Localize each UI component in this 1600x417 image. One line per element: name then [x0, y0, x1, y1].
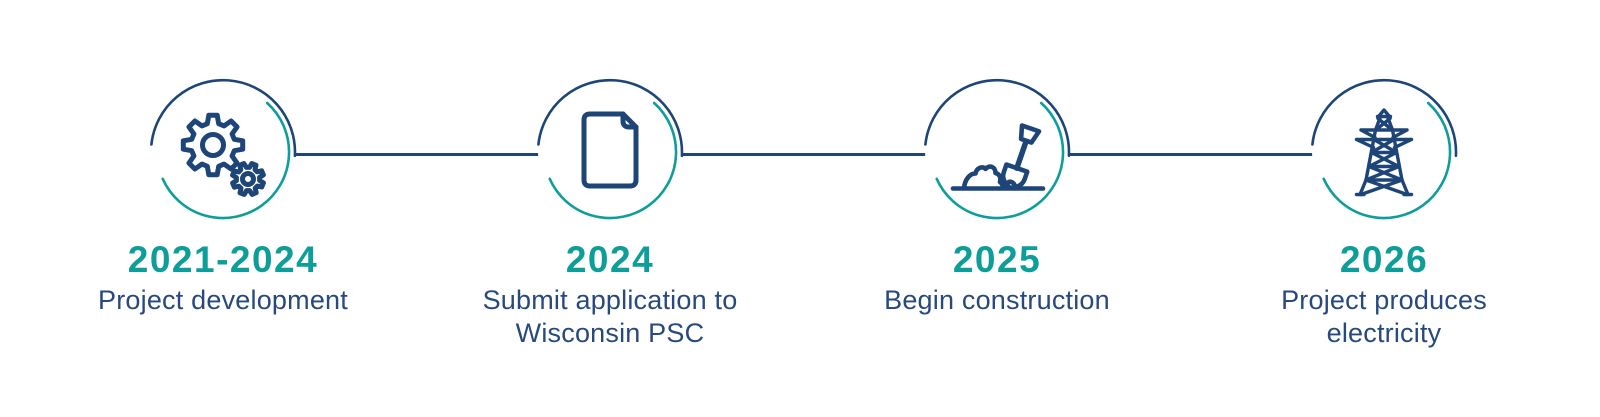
- shovel: [1000, 123, 1042, 191]
- milestone-year: 2026: [1339, 239, 1429, 280]
- badge-teal-arc: [161, 101, 291, 220]
- dirt-mound: [961, 164, 1006, 191]
- milestone-badge: [924, 78, 1071, 224]
- milestone-project-development: 2021-2024 Project development: [43, 72, 403, 317]
- milestone-year: 2021-2024: [127, 239, 319, 280]
- badge-mask: [538, 80, 682, 224]
- milestone-year: 2024: [565, 239, 655, 280]
- milestone-submit-application: 2024 Submit application to Wisconsin PSC: [430, 72, 790, 350]
- milestone-badge: [150, 78, 297, 224]
- milestone-description: Submit application to Wisconsin PSC: [482, 285, 738, 348]
- gears-icon: [180, 112, 268, 199]
- milestone-badge: [537, 78, 684, 224]
- milestone-description: Begin construction: [884, 285, 1110, 315]
- milestone-description: Project development: [98, 285, 348, 315]
- badge-navy-arc: [1311, 78, 1458, 158]
- badge-navy-arc: [537, 78, 684, 158]
- transmission-tower-icon: [1354, 108, 1414, 197]
- milestone-badge: [1311, 78, 1458, 224]
- badge-navy-arc: [150, 78, 297, 158]
- milestone-year: 2025: [952, 239, 1042, 280]
- badge-navy-arc: [924, 78, 1071, 158]
- timeline-connector-line: [223, 153, 1384, 156]
- badge-teal-arc: [548, 101, 678, 220]
- shovel-icon: [950, 123, 1046, 191]
- milestone-description: Project produces electricity: [1281, 285, 1487, 348]
- document-icon: [581, 111, 639, 189]
- badge-teal-arc: [1322, 101, 1452, 220]
- milestone-produces-electricity: 2026 Project produces electricity: [1204, 72, 1564, 350]
- badge-teal-arc: [935, 101, 1065, 220]
- milestone-begin-construction: 2025 Begin construction: [817, 72, 1177, 317]
